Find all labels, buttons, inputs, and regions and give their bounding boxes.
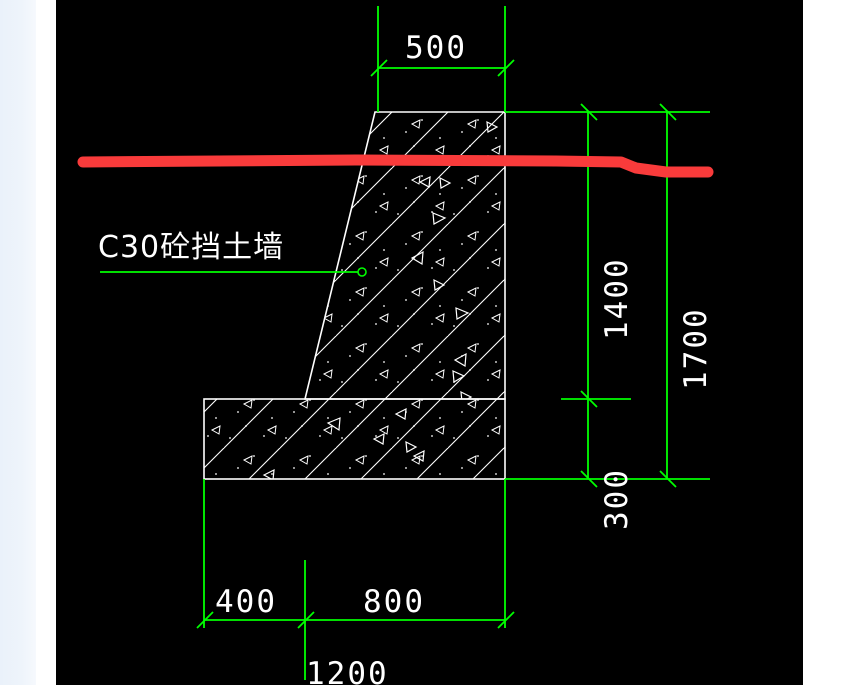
red-annotation-stroke[interactable] [77, 154, 714, 178]
dimension-400-800 [196, 479, 515, 680]
concrete-aggregate-symbols [262, 120, 499, 479]
dimension-lines [100, 6, 710, 680]
cad-vector-drawing: 500 1400 1700 300 400 800 1200 C30砼挡土墙 [77, 6, 714, 685]
dimension-text-400: 400 [215, 584, 277, 620]
bottom-extension-line [505, 470, 710, 488]
dimension-text-1700: 1700 [678, 307, 714, 390]
top-extension-line [505, 103, 710, 121]
dimension-text-500: 500 [405, 30, 467, 66]
left-gutter-panel [0, 0, 36, 685]
right-white-margin [803, 0, 844, 685]
dimension-text-1400: 1400 [599, 257, 635, 340]
dimension-text-800: 800 [363, 584, 425, 620]
label-leader-line [100, 267, 367, 277]
cad-drawing-canvas[interactable]: 500 1400 1700 300 400 800 1200 C30砼挡土墙 [56, 0, 803, 685]
mid-extension-line [561, 390, 631, 408]
left-white-margin [36, 0, 56, 685]
footing-body [203, 398, 506, 480]
dimension-500 [370, 6, 515, 112]
dimension-text-1200: 1200 [306, 656, 389, 685]
dimension-text-300: 300 [599, 468, 635, 530]
wall-material-label: C30砼挡土墙 [98, 230, 284, 265]
